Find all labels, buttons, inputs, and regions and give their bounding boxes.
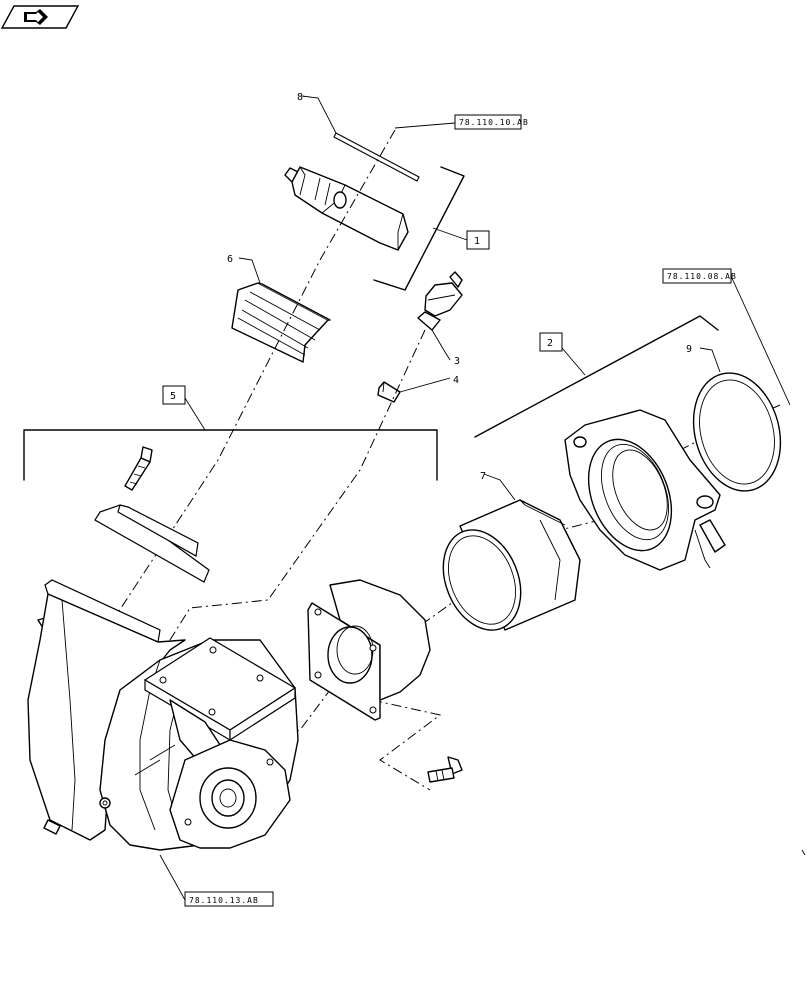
- part-gasket: [692, 372, 782, 492]
- callout-7: 7: [480, 471, 486, 482]
- part-blower-housing: [27, 579, 299, 851]
- callout-6: 6: [227, 254, 233, 265]
- reference-link-right[interactable]: 78.110.08.AB: [662, 268, 791, 406]
- reference-link-bottom[interactable]: 78.110.13.AB: [159, 854, 274, 907]
- part-fitting: [417, 271, 463, 331]
- part-nut: [377, 381, 401, 403]
- nav-button[interactable]: [0, 5, 80, 29]
- part-adapter-flange: [307, 579, 431, 721]
- part-sleeve: [442, 499, 581, 631]
- part-bolt-lower: [427, 756, 463, 783]
- arrow-right-icon: [24, 9, 48, 25]
- callout-box-2: [539, 332, 563, 352]
- reference-label-bottom: 78.110.13.AB: [189, 896, 259, 905]
- reference-link-top[interactable]: 78.110.10.AB: [394, 114, 529, 130]
- callout-box-5: [162, 385, 186, 405]
- part-sensor-housing: [284, 166, 409, 251]
- callout-2: 2: [547, 338, 553, 349]
- part-filter: [231, 282, 331, 363]
- reference-label-top: 78.110.10.AB: [459, 118, 529, 127]
- callout-8: 8: [297, 92, 303, 103]
- part-rod: [333, 132, 420, 182]
- callout-5: 5: [170, 391, 176, 402]
- part-clamp: [564, 409, 726, 571]
- reference-label-right: 78.110.08.AB: [667, 272, 737, 281]
- part-plate: [94, 504, 210, 583]
- callout-9: 9: [686, 344, 692, 355]
- callout-1: 1: [474, 236, 480, 247]
- callout-3: 3: [454, 356, 460, 367]
- callout-4: 4: [453, 375, 459, 386]
- part-bolt-upper: [124, 446, 153, 491]
